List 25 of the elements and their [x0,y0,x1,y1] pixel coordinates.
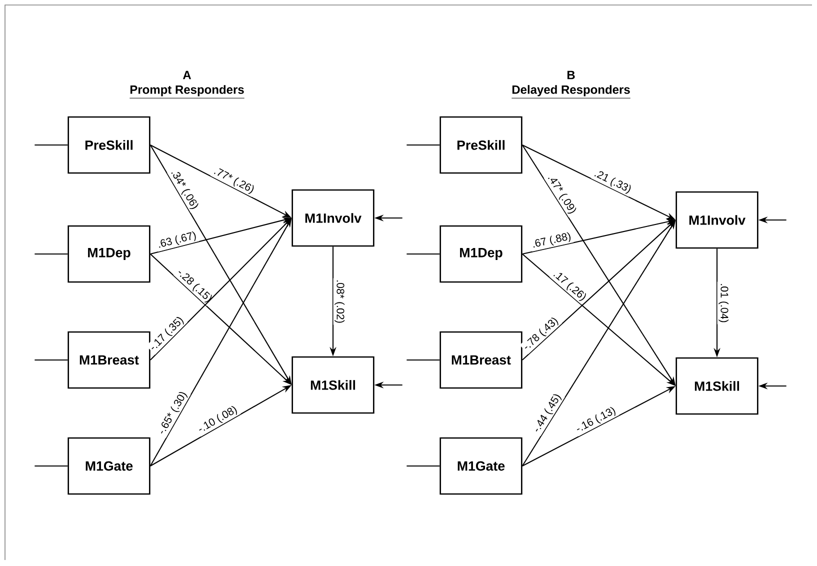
panel-title: Delayed Responders [511,85,631,98]
coefficient-label: .01 (.04) [717,282,730,324]
variable-box: M1Breast [440,331,522,389]
coefficient-label: .77* (.26) [210,164,258,198]
variable-box: M1Dep [440,225,522,283]
panel-letter: B [567,70,575,80]
panel-title: Prompt Responders [129,85,245,98]
variable-box: M1Gate [68,437,150,495]
variable-box: PreSkill [440,116,522,174]
coefficient-label: -.10 (.08) [194,402,241,437]
coefficient-label: -.16 (.13) [572,404,620,436]
coefficient-label: -.65* (.30) [155,388,191,438]
variable-box: M1Skill [292,356,374,414]
coefficient-label: .63 (.67) [154,229,200,252]
coefficient-label: .08* (.02) [333,278,346,325]
coefficient-label: .21 (.33) [590,166,634,197]
variable-box: M1Gate [440,437,522,495]
variable-box: M1Dep [68,225,150,283]
variable-box: M1Skill [676,357,758,415]
variable-box: M1Involv [676,191,758,249]
panel-letter: A [182,70,192,80]
variable-box: PreSkill [68,116,150,174]
variable-box: M1Breast [68,331,150,389]
coefficient-label: .67 (.88) [530,230,574,252]
variable-box: M1Involv [292,189,374,247]
